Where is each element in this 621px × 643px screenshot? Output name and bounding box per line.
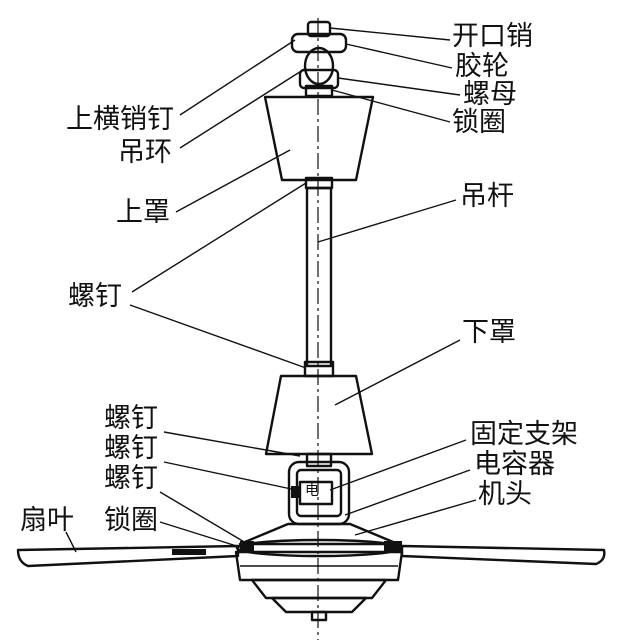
lock-ring-block-right [384, 541, 402, 551]
nut-shape [298, 68, 340, 90]
label-cotter-pin: 开口销 [452, 21, 533, 52]
blade-left [16, 544, 240, 568]
label-screw-c: 螺钉 [104, 463, 158, 494]
bracket-screw-block [291, 486, 300, 498]
label-nut: 螺母 [463, 79, 517, 110]
blade-right [400, 544, 606, 566]
motor-rim [235, 538, 403, 558]
motor-bottom-cap [310, 610, 328, 622]
label-hanging-ring: 吊环 [118, 137, 172, 168]
capacitor-mark: 电 [305, 483, 319, 499]
down-rod-shape [305, 186, 333, 368]
rubber-wheel-shape [290, 32, 348, 54]
leader-lines [65, 27, 477, 553]
label-upper-cover: 上罩 [116, 197, 170, 228]
lower-cover-shape [264, 374, 374, 456]
lock-ring-block-left [240, 541, 254, 551]
label-lock-ring-bottom: 锁圈 [104, 505, 158, 536]
label-bracket: 固定支架 [470, 419, 578, 450]
label-capacitor: 电容器 [474, 449, 555, 480]
blade-left-bracket [172, 549, 206, 555]
label-blade: 扇叶 [20, 505, 74, 536]
label-screw-rod: 螺钉 [68, 281, 122, 312]
label-lock-ring-top: 锁圈 [452, 107, 506, 138]
bracket-inner [295, 468, 343, 518]
cotter-pin-shape [306, 20, 332, 38]
hanging-ring-shape [303, 46, 335, 86]
motor-lower-1 [250, 578, 388, 600]
label-screw-b: 螺钉 [104, 433, 158, 464]
label-motor-head: 机头 [478, 479, 532, 510]
label-lower-cover: 下罩 [462, 317, 516, 348]
hanger-assembly [290, 20, 348, 98]
label-rubber-wheel: 胶轮 [455, 51, 509, 82]
lower-screw-collar [303, 360, 335, 378]
coupler-shape [305, 452, 333, 468]
label-down-rod: 吊杆 [460, 181, 514, 212]
motor-body [234, 550, 404, 582]
upper-cover-shape [263, 95, 375, 182]
motor-lower-2 [270, 596, 368, 614]
label-screw-a: 螺钉 [104, 403, 158, 434]
label-upper-pin: 上横销钉 [66, 104, 174, 135]
